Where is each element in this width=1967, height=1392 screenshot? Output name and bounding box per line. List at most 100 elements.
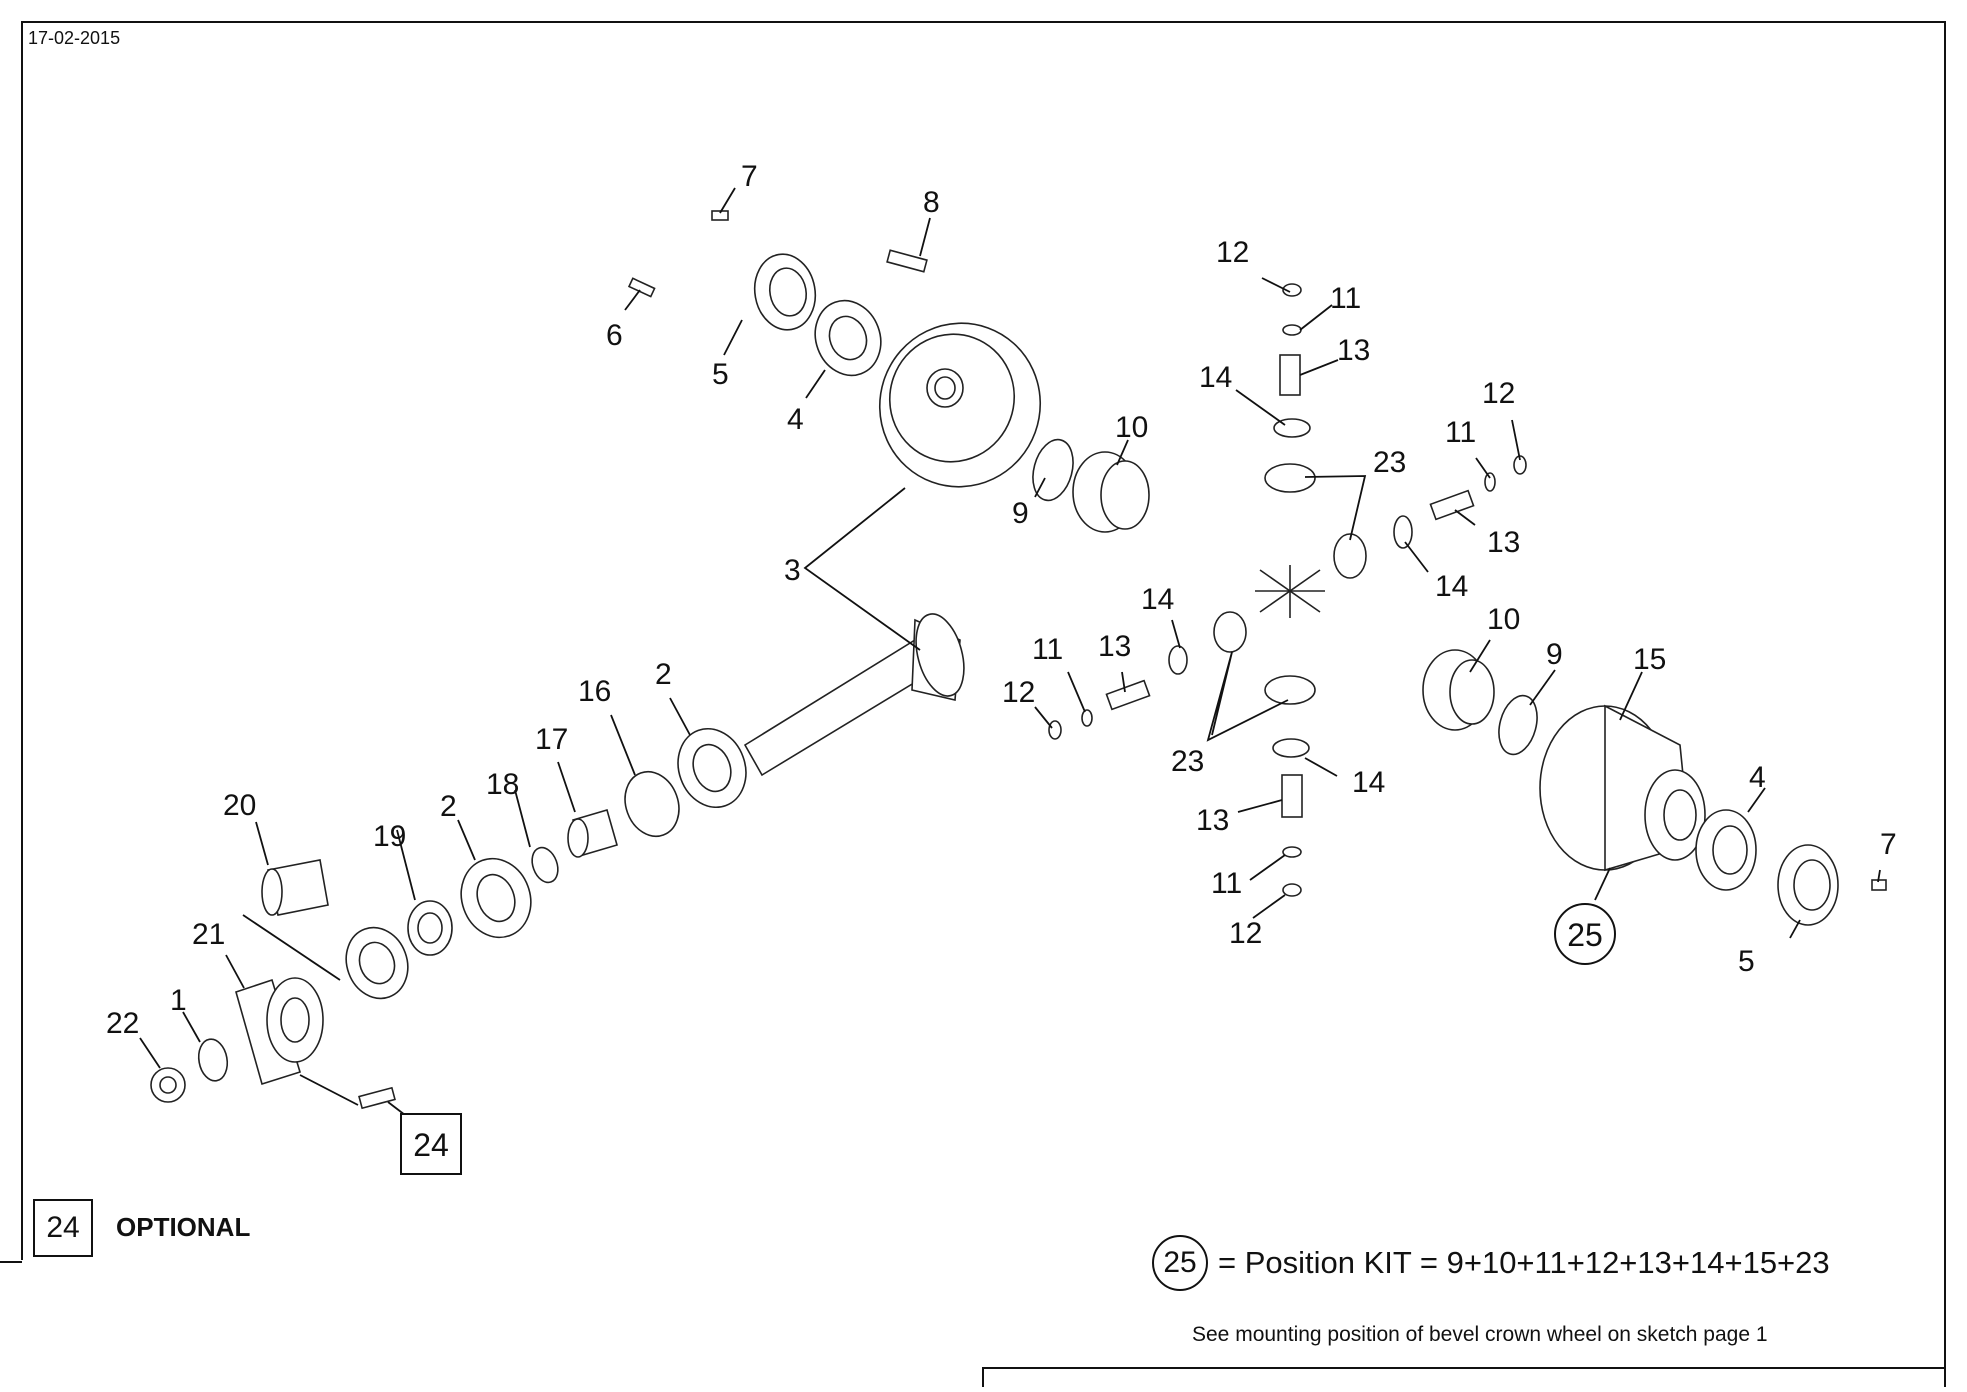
shim-2-icon bbox=[1498, 694, 1538, 756]
bolt-7b-icon bbox=[1871, 879, 1887, 891]
callout-16: 16 bbox=[578, 675, 611, 708]
taper-bearing-icon bbox=[814, 299, 882, 377]
callout-23-lower: 23 bbox=[1171, 745, 1204, 778]
callout-20: 20 bbox=[223, 789, 256, 822]
drawing-frame bbox=[0, 21, 1946, 1387]
callout-24-box: 24 bbox=[400, 1113, 462, 1175]
leader-lines bbox=[139, 187, 1881, 1116]
planet-pinion-icon bbox=[1213, 463, 1367, 705]
drawing-date: 17-02-2015 bbox=[28, 28, 121, 48]
adjusting-ring-icon bbox=[753, 253, 817, 331]
circlip-3-icon bbox=[1484, 472, 1496, 492]
optional-label: OPTIONAL bbox=[116, 1212, 251, 1242]
callout-2-lower: 2 bbox=[440, 790, 457, 823]
callout-18: 18 bbox=[486, 768, 519, 801]
callout-6: 6 bbox=[606, 319, 623, 352]
kit-legend: 25 = Position KIT = 9+10+11+12+13+14+15+… bbox=[1152, 1234, 1830, 1292]
callout-22: 22 bbox=[106, 1007, 139, 1040]
callout-labels: 7 8 6 5 4 3 9 10 12 11 13 14 23 12 11 13… bbox=[106, 160, 1897, 1040]
callout-13: 13 bbox=[1337, 334, 1370, 367]
callout-15: 15 bbox=[1633, 643, 1666, 676]
side-gear-icon bbox=[1072, 451, 1150, 533]
callout-2-upper: 2 bbox=[655, 658, 672, 691]
callout-14: 14 bbox=[1199, 361, 1232, 394]
circlip-icon bbox=[1282, 324, 1302, 336]
crown-wheel-icon bbox=[878, 322, 1042, 488]
mounting-note: See mounting position of bevel crown whe… bbox=[1192, 1323, 1768, 1346]
callout-9-right: 9 bbox=[1546, 638, 1563, 671]
callout-11-lower: 11 bbox=[1211, 867, 1242, 900]
flange-yoke-icon bbox=[235, 977, 324, 1086]
snap-ring-icon bbox=[1282, 283, 1302, 297]
callout-10: 10 bbox=[1115, 411, 1148, 444]
bolt-24-icon bbox=[358, 1086, 396, 1110]
flange-nut-icon bbox=[150, 1067, 186, 1103]
bolt-6-icon bbox=[627, 277, 656, 298]
spacer-sleeve-icon bbox=[567, 809, 618, 858]
callout-4-right: 4 bbox=[1749, 761, 1766, 794]
callout-14-lower: 14 bbox=[1352, 766, 1385, 799]
pin-4-icon bbox=[1105, 679, 1151, 711]
ring-16-icon bbox=[624, 770, 680, 838]
circlip-2-icon bbox=[1282, 846, 1302, 858]
callout-12-lower: 12 bbox=[1229, 917, 1262, 950]
callout-11-right: 11 bbox=[1445, 416, 1476, 449]
optional-number-box: 24 bbox=[33, 1199, 93, 1257]
ring-18-icon bbox=[531, 846, 559, 884]
callout-5: 5 bbox=[712, 358, 729, 391]
callout-8: 8 bbox=[923, 186, 940, 219]
callout-14-left: 14 bbox=[1141, 583, 1174, 616]
diff-housing-icon bbox=[1539, 704, 1706, 872]
washer-4-icon bbox=[1168, 645, 1188, 675]
callout-4: 4 bbox=[787, 403, 804, 436]
svg-text:25: 25 bbox=[1567, 917, 1603, 953]
callout-13-lower: 13 bbox=[1196, 804, 1229, 837]
callout-3: 3 bbox=[784, 554, 801, 587]
snap-ring-4-icon bbox=[1048, 720, 1062, 740]
callout-12-right: 12 bbox=[1482, 377, 1515, 410]
pinion-shaft-icon bbox=[743, 613, 965, 777]
callout-10-right: 10 bbox=[1487, 603, 1520, 636]
seal-icon bbox=[261, 859, 329, 916]
ball-bearing-2-icon bbox=[460, 857, 532, 939]
kit-description: = Position KIT = 9+10+11+12+13+14+15+23 bbox=[1218, 1245, 1830, 1280]
circlip-4-icon bbox=[1081, 709, 1093, 727]
pin-icon bbox=[1279, 354, 1301, 396]
o-ring-icon bbox=[197, 1038, 229, 1082]
callout-21: 21 bbox=[192, 918, 225, 951]
callout-9: 9 bbox=[1012, 497, 1029, 530]
shim-icon bbox=[1032, 438, 1074, 502]
snap-ring-2-icon bbox=[1282, 883, 1302, 897]
callout-23: 23 bbox=[1373, 446, 1406, 479]
callout-1: 1 bbox=[170, 984, 187, 1017]
callout-12-left: 12 bbox=[1002, 676, 1035, 709]
callout-25-circle: 25 bbox=[1554, 903, 1616, 965]
spider-axes bbox=[1255, 565, 1325, 618]
callout-13-right: 13 bbox=[1487, 526, 1520, 559]
slotted-nut-icon bbox=[407, 900, 453, 956]
callout-7: 7 bbox=[741, 160, 758, 193]
taper-bearing-2-icon bbox=[1695, 809, 1757, 891]
parts-artwork bbox=[150, 210, 1887, 1110]
kit-number-circle: 25 bbox=[1152, 1235, 1208, 1291]
washer-3-icon bbox=[1393, 515, 1413, 549]
callout-5-right: 5 bbox=[1738, 945, 1755, 978]
callout-17: 17 bbox=[535, 723, 568, 756]
callout-13-left: 13 bbox=[1098, 630, 1131, 663]
callout-11: 11 bbox=[1330, 282, 1361, 315]
washer-2-icon bbox=[1272, 738, 1310, 758]
callout-7-right: 7 bbox=[1880, 828, 1897, 861]
callout-12: 12 bbox=[1216, 236, 1249, 269]
svg-text:24: 24 bbox=[413, 1127, 449, 1163]
side-gear-2-icon bbox=[1422, 649, 1495, 731]
ball-bearing-icon bbox=[677, 727, 747, 809]
callout-14-right: 14 bbox=[1435, 570, 1468, 603]
pin-3-icon bbox=[1429, 489, 1475, 521]
callout-11-left: 11 bbox=[1032, 633, 1063, 666]
bolt-7-icon bbox=[711, 210, 729, 221]
adjusting-ring-2-icon bbox=[1777, 844, 1839, 926]
callout-19: 19 bbox=[373, 820, 406, 853]
bolt-8-icon bbox=[886, 249, 928, 273]
